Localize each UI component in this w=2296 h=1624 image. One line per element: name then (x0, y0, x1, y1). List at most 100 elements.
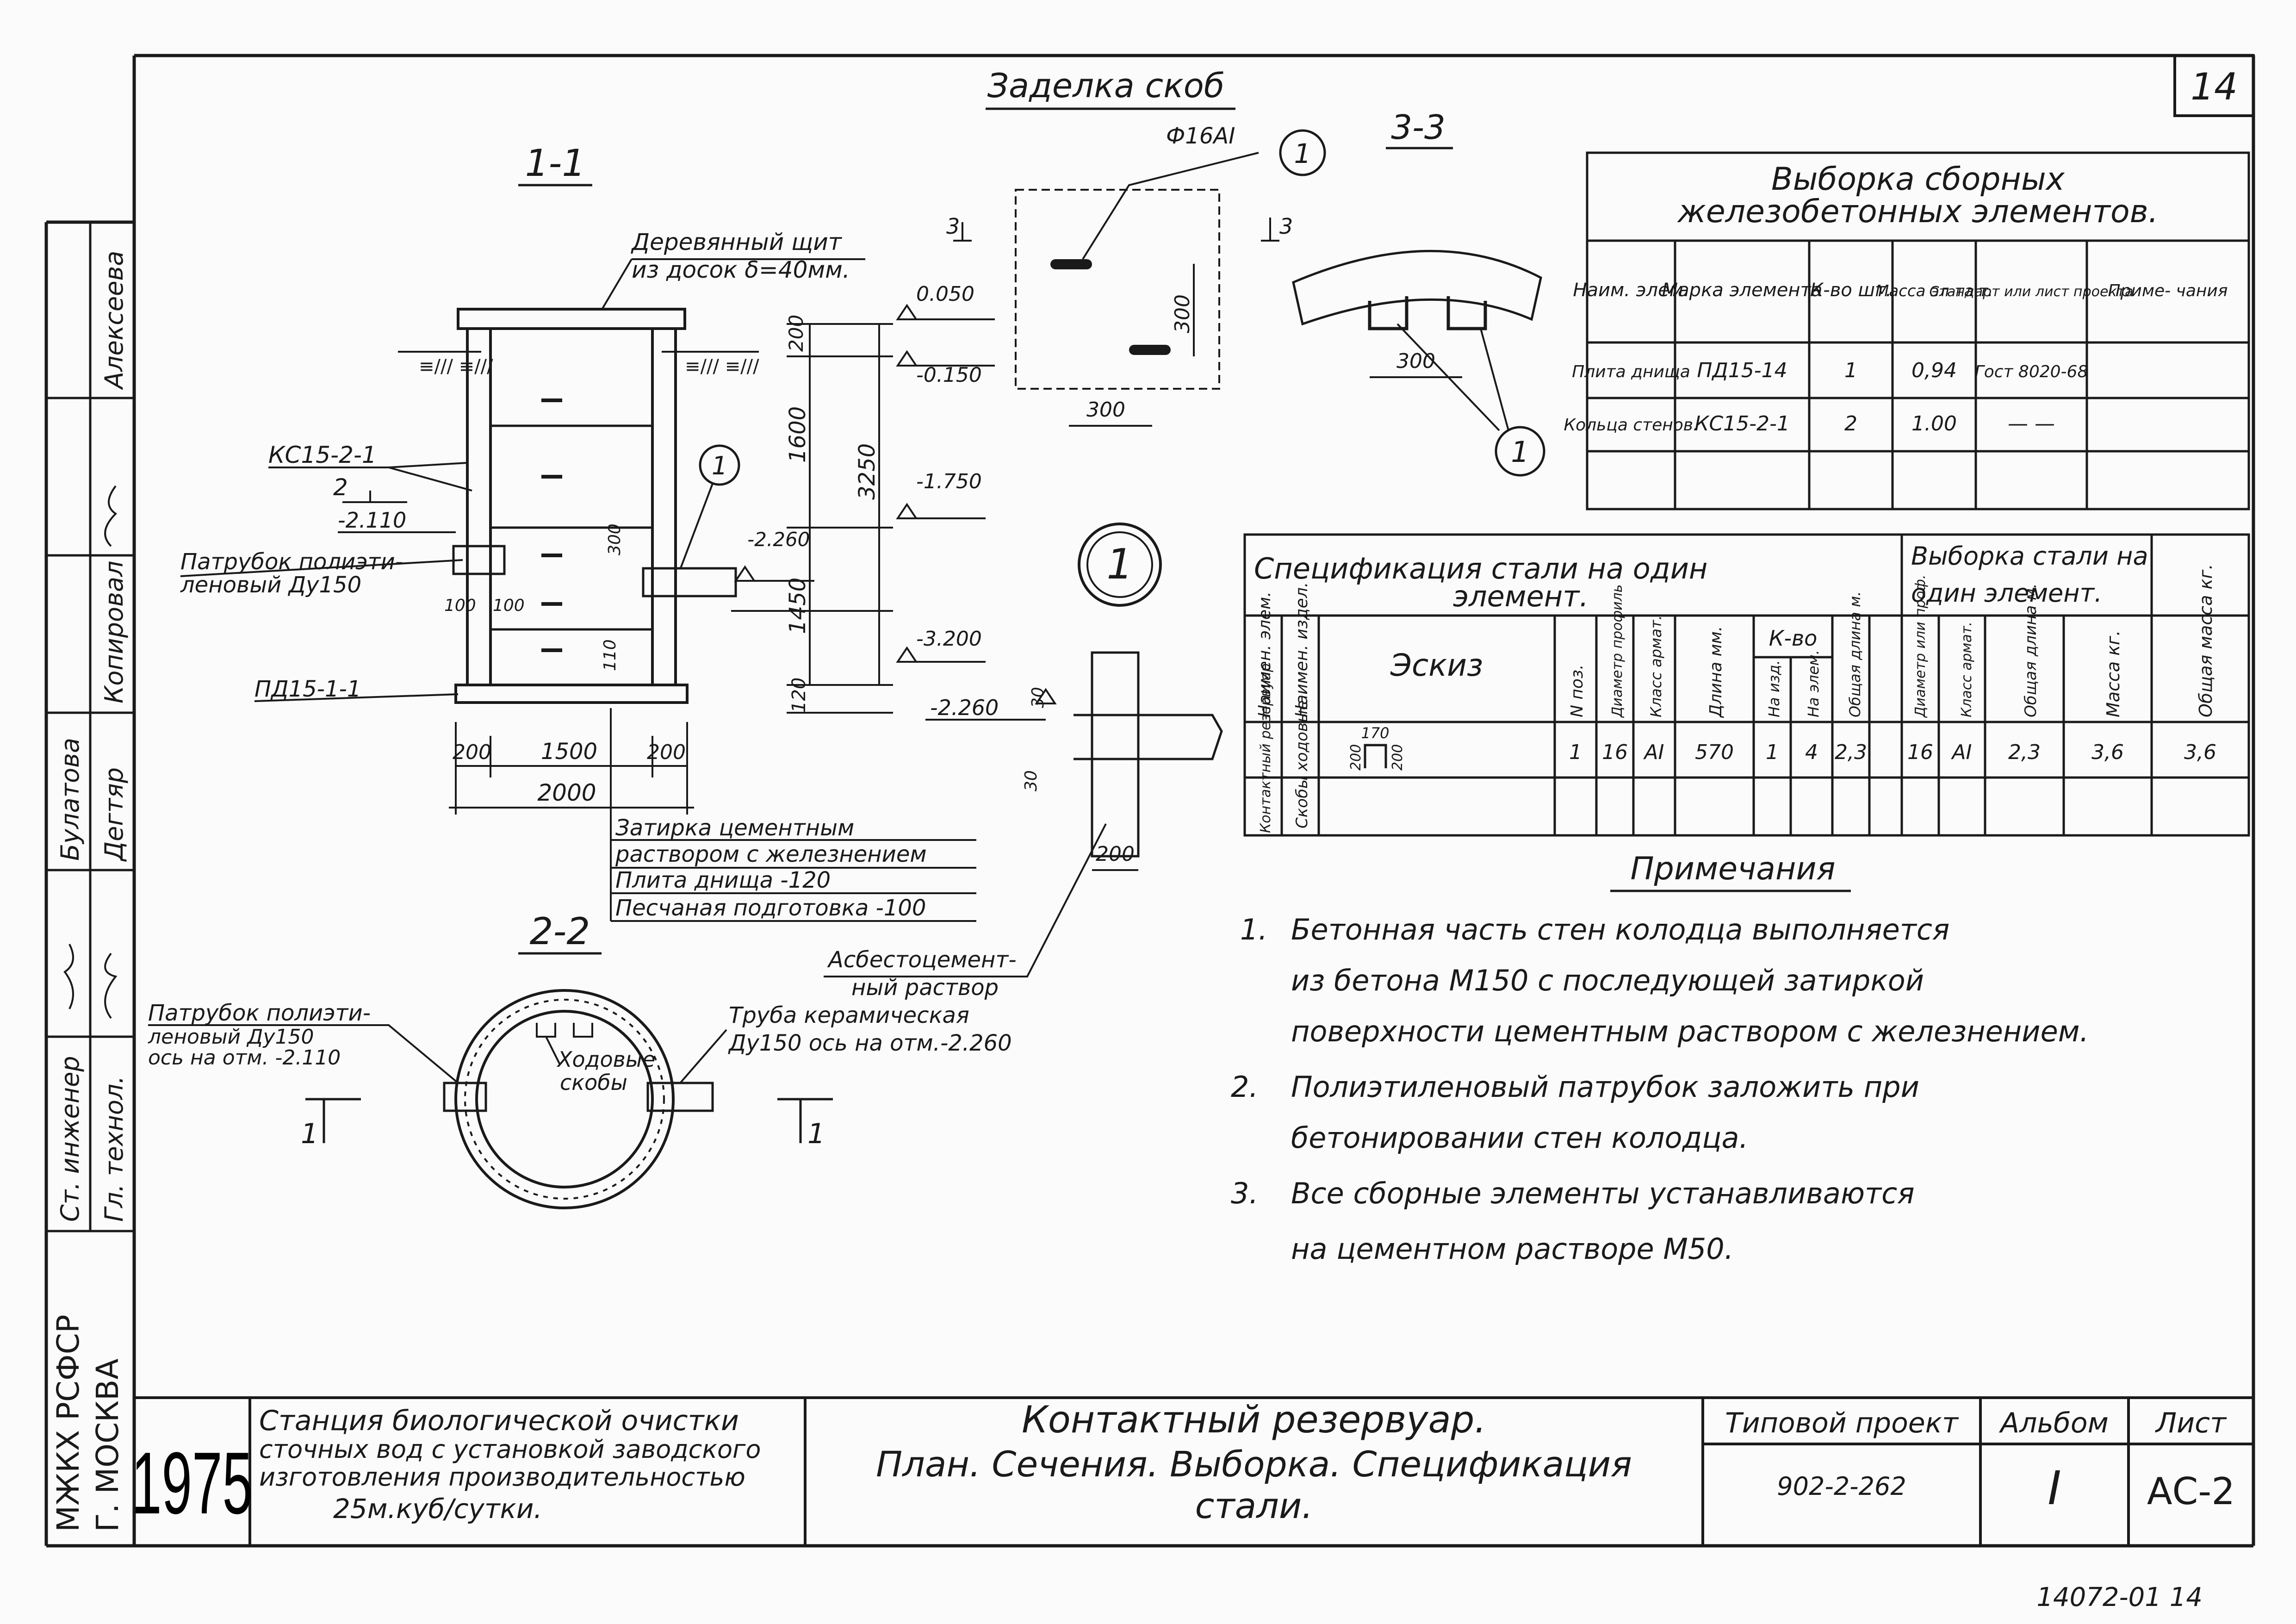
signer-alekseeva: Алексеева (99, 251, 129, 390)
callout-3-3: 1 (1511, 435, 1529, 469)
note-2-line-2: бетонировании стен колодца. (1291, 1121, 1748, 1155)
ceramic-label-2: Ду150 ось на отм.-2.260 (728, 1030, 1012, 1056)
steel-h-item: Наимен. издел. (1292, 582, 1311, 717)
steel-h-pos: N поз. (1568, 664, 1587, 717)
section-2-2-title: 2-2 (530, 910, 590, 953)
signature-mark (104, 485, 118, 547)
node-dim-30-bottom: 30 (1022, 770, 1041, 791)
drawing-title-3: стали. (1195, 1485, 1313, 1526)
label-pipe-1: Патрубок полиэти- (180, 549, 403, 575)
elev-0050: 0.050 (916, 282, 974, 306)
pe-pipe-label-3: ось на отм. -2.110 (148, 1046, 341, 1070)
steel-h-qty: К-во (1769, 626, 1818, 651)
precast-title-2: железобетонных элементов. (1677, 193, 2159, 230)
label-pipe-2: леновый Ду150 (180, 572, 361, 598)
note-2-num: 2. (1231, 1070, 1258, 1104)
project-desc-line-3: изготовления производительностью (259, 1462, 745, 1492)
cut-2-marker: 2 (333, 474, 348, 501)
archive-number: 14072-01 14 (2036, 1582, 2203, 1612)
elev-2110: -2.110 (338, 508, 406, 533)
layer-1: Затирка цементным (615, 815, 854, 841)
layer-3: Плита днища -120 (615, 867, 831, 893)
precast-title-1: Выборка сборных (1771, 161, 2065, 198)
role-chief-engineer: Ст. инженер (56, 1056, 85, 1222)
callout-circle (699, 444, 740, 486)
section-3-3: 3-3 300 1 (1292, 108, 1545, 477)
pe-pipe-plan (443, 1082, 487, 1112)
project-desc-line-1: Станция биологической очистки (259, 1405, 739, 1437)
dim-120: 120 (788, 678, 810, 713)
steel-spec-title-2: элемент. (1453, 579, 1589, 613)
precast-r1-mass: 0,94 (1911, 359, 1957, 382)
node-detail: 200 -2.260 30 30 Асбестоцемент- ный раст… (824, 651, 1223, 1001)
base-slab (454, 684, 689, 704)
dim-1600: 1600 (785, 406, 811, 463)
dim-1500: 1500 (541, 739, 597, 765)
pe-pipe-label-1: Патрубок полиэти- (148, 1000, 371, 1026)
precast-r1-qty: 1 (1844, 359, 1857, 382)
precast-r1-mark: ПД15-14 (1697, 359, 1787, 382)
dim-200-left: 200 (453, 740, 491, 764)
steel-r-length: 570 (1695, 740, 1734, 764)
section-3-3-title: 3-3 (1391, 108, 1446, 147)
page-number: 14 (2191, 65, 2238, 108)
steel-h-class: Класс армат. (1647, 615, 1665, 717)
dim-200-vert: 200 (785, 315, 807, 352)
dim-200-right: 200 (647, 740, 686, 764)
precast-header-name: Наим. элем. (1573, 280, 1689, 301)
note-3-num: 3. (1231, 1176, 1258, 1210)
notes: Примечания 1. Бетонная часть стен колодц… (1231, 851, 2089, 1266)
precast-header-qty: К-во шт. (1810, 280, 1892, 301)
dim-110: 110 (601, 639, 620, 671)
sketch-dim-170: 170 (1361, 724, 1389, 742)
rungs (541, 398, 562, 652)
steel-select-title-2: один элемент. (1911, 579, 2102, 608)
steel-spec-title-1: Спецификация стали на один (1254, 552, 1707, 585)
cut-3-right: 3 (1279, 214, 1293, 239)
album-label: Альбом (1998, 1407, 2109, 1439)
typical-project-label: Типовой проект (1725, 1407, 1959, 1439)
precast-r2-mark: КС15-2-1 (1694, 412, 1790, 436)
note-3-line-1: Все сборные элементы устанавливаются (1291, 1176, 1915, 1210)
steel-h-sel-diam: Диаметр или проф. (1912, 575, 1929, 718)
embedding-title: Заделка скоб (987, 66, 1224, 105)
steel-h-per-elem: На элем. (1805, 650, 1822, 717)
dim-300-horizontal: 300 (1086, 398, 1125, 422)
cut-1-right: 1 (807, 1118, 825, 1150)
wooden-shield (457, 308, 686, 330)
steel-r-total-length: 2,3 (1835, 740, 1867, 764)
steel-h-elem: Наимен. элем. (1255, 591, 1274, 717)
signature-mark (63, 944, 118, 1019)
steel-h-sketch: Эскиз (1390, 647, 1483, 683)
signer-degtyar: Дегтяр (99, 767, 129, 862)
sheet-value: АС-2 (2147, 1470, 2235, 1513)
note-3-line-2: на цементном растворе М50. (1291, 1232, 1733, 1266)
dim-300-vertical: 300 (1171, 294, 1194, 333)
dim-2000: 2000 (537, 779, 596, 806)
label-ks: КС15-2-1 (268, 442, 377, 468)
rung-sketch (1364, 744, 1387, 768)
steel-r-per-elem: 4 (1805, 740, 1818, 764)
org-city: Г. МОСКВА (90, 1359, 125, 1532)
node-1-label: 1 (1106, 540, 1133, 589)
precast-header-standard: Стандарт или лист проекта (1930, 284, 2134, 300)
dim-300-3-3: 300 (1396, 349, 1435, 373)
steel-r-total-mass: 3,6 (2184, 740, 2216, 764)
dim-100-right: 100 (493, 596, 525, 615)
section-1-1-title: 1-1 (525, 142, 586, 185)
project-desc-line-2: сточных вод с установкой заводского (259, 1435, 761, 1464)
label-wood-shield-1: Деревянный щит (631, 229, 843, 255)
node-1-marker: 1 (1078, 523, 1162, 607)
steel-r-per-item: 1 (1766, 740, 1779, 764)
precast-header-mass: Масса эл-та т. (1875, 282, 1993, 300)
steel-select-title-1: Выборка стали на (1911, 541, 2148, 571)
ceramic-label-1: Труба керамическая (729, 1002, 969, 1028)
elev-m0150: -0.150 (916, 363, 982, 387)
section-2-2: 2-2 Ходовые скобы Патрубок полиэти- лено… (148, 910, 1012, 1209)
sheet-frame (44, 54, 2255, 1548)
steel-h-total-mass: Общая масса кг. (2196, 564, 2216, 717)
dim-1450: 1450 (785, 578, 811, 634)
note-2-line-1: Полиэтиленовый патрубок заложить при (1291, 1070, 1919, 1104)
precast-r2-standard: — — (2008, 412, 2055, 436)
